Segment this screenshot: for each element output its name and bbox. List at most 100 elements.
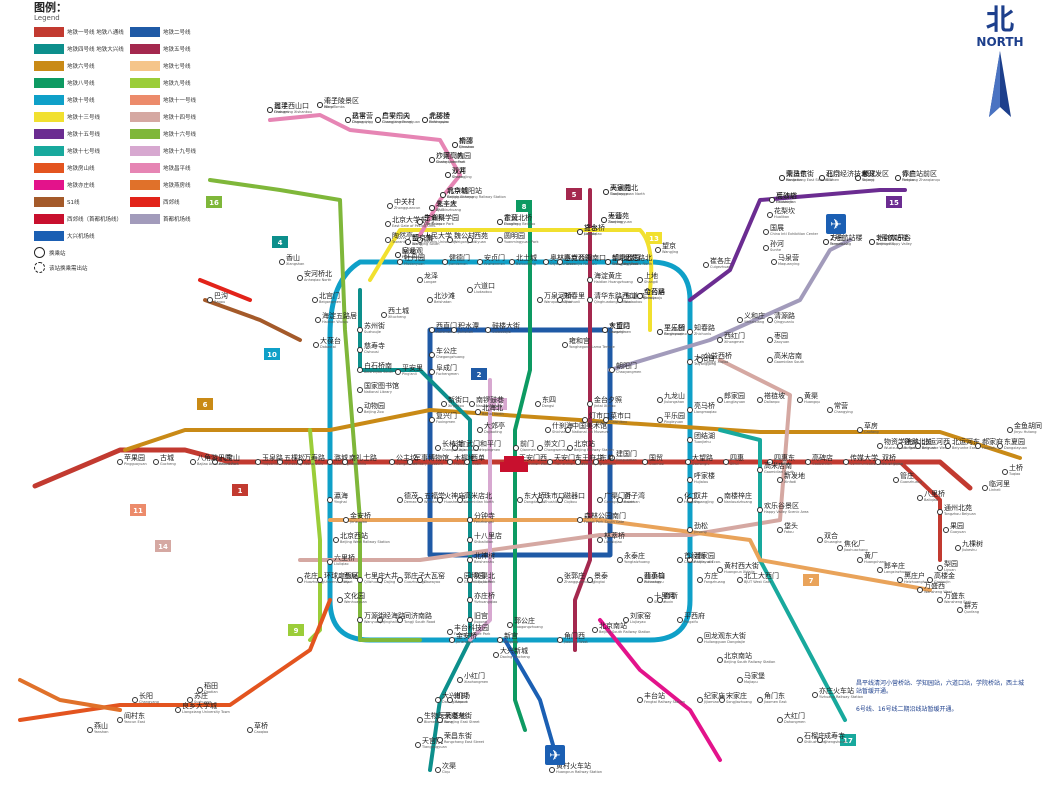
- station[interactable]: 灯市口Dengshikou: [582, 411, 611, 424]
- station[interactable]: 玉泉路Yuquanlu: [255, 453, 284, 466]
- station[interactable]: 北京西站Beijing West Railway Station: [333, 531, 390, 544]
- station[interactable]: 同济南路Tongji South Road: [397, 611, 436, 624]
- station[interactable]: 积水潭Jishuitan: [451, 321, 480, 334]
- station[interactable]: 六道口Liudaokou: [467, 281, 496, 294]
- station[interactable]: 黄村西大街Huangcun Xidajie: [717, 561, 760, 574]
- station[interactable]: 园博园Garden Expo Park: [457, 571, 497, 584]
- station[interactable]: 四惠Sihui: [723, 453, 745, 466]
- station[interactable]: 桥湾Qiaowan: [452, 136, 475, 149]
- station[interactable]: 北京欢乐谷Beijing Happy Valley: [869, 233, 912, 246]
- station[interactable]: 育新Yuxin: [657, 591, 679, 604]
- station[interactable]: 马泉营Maquanying: [771, 253, 800, 266]
- station[interactable]: 大望路Dawanglu: [685, 453, 714, 466]
- station[interactable]: 公益西桥Gongyi Xiqiao: [697, 351, 733, 364]
- station[interactable]: 陶然亭Taoranting: [385, 231, 414, 244]
- station[interactable]: 梨园Liyuan: [937, 559, 959, 572]
- station[interactable]: 崇文门Chongwenmen: [537, 439, 571, 452]
- station[interactable]: 亦庄桥Yizhuangqiao: [467, 591, 498, 604]
- station[interactable]: 大葆台Dabaotai: [313, 336, 342, 349]
- station[interactable]: 景泰Jingtai: [587, 571, 609, 584]
- station[interactable]: 北宫门Beigongmen: [312, 291, 342, 304]
- station[interactable]: 北工大西门BJUT West Gate: [737, 571, 780, 584]
- station[interactable]: 潘家园Panjiayuan: [687, 551, 716, 564]
- station[interactable]: 首经贸Capital Univ. of Econ.: [677, 551, 722, 564]
- station[interactable]: 五福堂Wufutang: [417, 491, 446, 504]
- station[interactable]: 北运河东Beiyunhe East: [945, 437, 981, 450]
- station[interactable]: 劲松Jinsong: [687, 521, 709, 534]
- station[interactable]: 香山Xiangshan: [279, 253, 305, 266]
- station[interactable]: 北苑路北Beiyuanlu North: [617, 253, 653, 266]
- station[interactable]: 丰台科技园Fengtai Science Park: [447, 623, 492, 636]
- station[interactable]: 石榴庄Shiliuzhuang: [797, 731, 827, 744]
- station[interactable]: 木樨地Muxidi: [447, 453, 476, 466]
- station[interactable]: 丰台站Fengtai Railway Station: [637, 691, 686, 704]
- station[interactable]: 张郭庄Zhangguozhuang: [557, 571, 595, 584]
- station[interactable]: 马家堡Majiapu: [737, 671, 766, 684]
- station[interactable]: 肖村Xiaocun: [447, 691, 469, 704]
- station[interactable]: 达官营Daguanying: [345, 111, 374, 124]
- station[interactable]: 前门Qianmen: [513, 439, 536, 452]
- station[interactable]: 草桥Caoqiao: [247, 721, 269, 734]
- station[interactable]: 七里庄Qilizhuang: [357, 571, 386, 584]
- station[interactable]: 化工Huagong: [677, 491, 700, 504]
- station[interactable]: 火神庙Huoshenmiao: [437, 491, 469, 504]
- station[interactable]: 黄厂Huangchang: [857, 551, 887, 564]
- station[interactable]: 北运河西Beiyunhe West: [915, 438, 951, 450]
- station[interactable]: 北海北Beihai North: [475, 403, 504, 416]
- station[interactable]: 王府井Wangfujing: [575, 453, 604, 466]
- station[interactable]: 清源路Qingyuanlu: [767, 311, 796, 324]
- station[interactable]: 金鱼胡同Jinyu Hutong: [1007, 421, 1043, 434]
- station[interactable]: 黑庄户Heizhuanghu: [897, 571, 928, 584]
- station[interactable]: 宋家庄Songjiazhuang: [719, 691, 752, 704]
- station[interactable]: 果园Guoyuan: [943, 522, 966, 534]
- station[interactable]: 纪家庙Jijiamiao: [697, 691, 726, 704]
- station[interactable]: 德茂Demao: [397, 491, 419, 504]
- station[interactable]: 枣营Zaoying: [601, 211, 623, 224]
- station[interactable]: 大瓦窑Dawayao: [417, 571, 446, 584]
- station[interactable]: 天宫院Tiangongyuan: [415, 736, 447, 749]
- station[interactable]: 枣园Zaoyuan: [767, 331, 790, 344]
- station[interactable]: 北京站Beijing Railway Station: [567, 439, 615, 452]
- station[interactable]: 平安里Ping'anli: [395, 363, 424, 376]
- station[interactable]: 大红门Dahongmen: [777, 711, 806, 724]
- station[interactable]: 公主坟Gongzhufen: [389, 453, 418, 466]
- station[interactable]: 鼓楼大街Guloudajie: [485, 321, 521, 334]
- station[interactable]: 常营Changying: [827, 401, 853, 414]
- station[interactable]: 天安门东Tian'anmen East: [547, 453, 584, 466]
- station[interactable]: 国家图书馆National Library: [357, 381, 400, 394]
- station[interactable]: 牡丹园Mudanyuan: [397, 253, 426, 266]
- station[interactable]: 安贞门Anzhenmen: [477, 253, 506, 266]
- station[interactable]: 次渠北Ciqu North: [467, 571, 496, 584]
- station[interactable]: 成寿寺Chengshousi: [817, 731, 847, 744]
- station[interactable]: 荣昌东街Rongchang East Street: [437, 731, 485, 744]
- station[interactable]: 朝阳门Chaoyangmen: [609, 361, 642, 374]
- station[interactable]: 双井Shuangjing: [445, 166, 472, 179]
- station[interactable]: 大兴机场Daxing Airport: [435, 691, 471, 704]
- station[interactable]: 八宝山Babaoshan: [212, 453, 241, 466]
- station[interactable]: 群芳Qunfang: [957, 601, 980, 614]
- station[interactable]: 高碑店Gaobeidian: [805, 453, 834, 466]
- station[interactable]: 大郊亭Dajiaoting: [477, 421, 506, 434]
- station[interactable]: 平西府Pingxifu: [677, 611, 706, 624]
- station[interactable]: 上地Shangdi: [637, 271, 659, 284]
- station[interactable]: 西单Xidan: [464, 453, 486, 466]
- station[interactable]: 南锣鼓巷Nanluoguxiang: [469, 395, 505, 408]
- station[interactable]: 孙河Sunhe: [763, 239, 785, 252]
- station[interactable]: 高碑店Gaobeidian: [769, 191, 798, 204]
- station[interactable]: 新发地Xinfadi: [777, 471, 806, 484]
- station[interactable]: 和平门Hepingmen: [473, 439, 502, 452]
- station[interactable]: 海淀黄庄Haidian Huangzhuang: [587, 271, 633, 284]
- station[interactable]: 大井Dajing: [377, 571, 399, 584]
- station[interactable]: 中关村Zhongguancun: [387, 197, 421, 210]
- station[interactable]: 安河桥北Anheqiao North: [297, 269, 333, 282]
- station[interactable]: 角门东Jiaomen East: [757, 691, 788, 704]
- station[interactable]: 北京经济技术开发区BDA: [819, 169, 890, 182]
- station[interactable]: 巴沟Bagou: [207, 291, 229, 304]
- station[interactable]: 北沙滩Beishatan: [427, 291, 456, 304]
- station[interactable]: 古城Gucheng: [153, 453, 176, 466]
- station[interactable]: 金台路Jintailu: [637, 287, 666, 300]
- station[interactable]: 双桥Shuangqiao: [875, 453, 903, 466]
- station[interactable]: 五道口Wudaokou: [617, 291, 646, 304]
- station[interactable]: 复兴门Fuxingmen: [429, 411, 458, 424]
- station[interactable]: 奥林匹克公园Olympic Green: [543, 253, 593, 266]
